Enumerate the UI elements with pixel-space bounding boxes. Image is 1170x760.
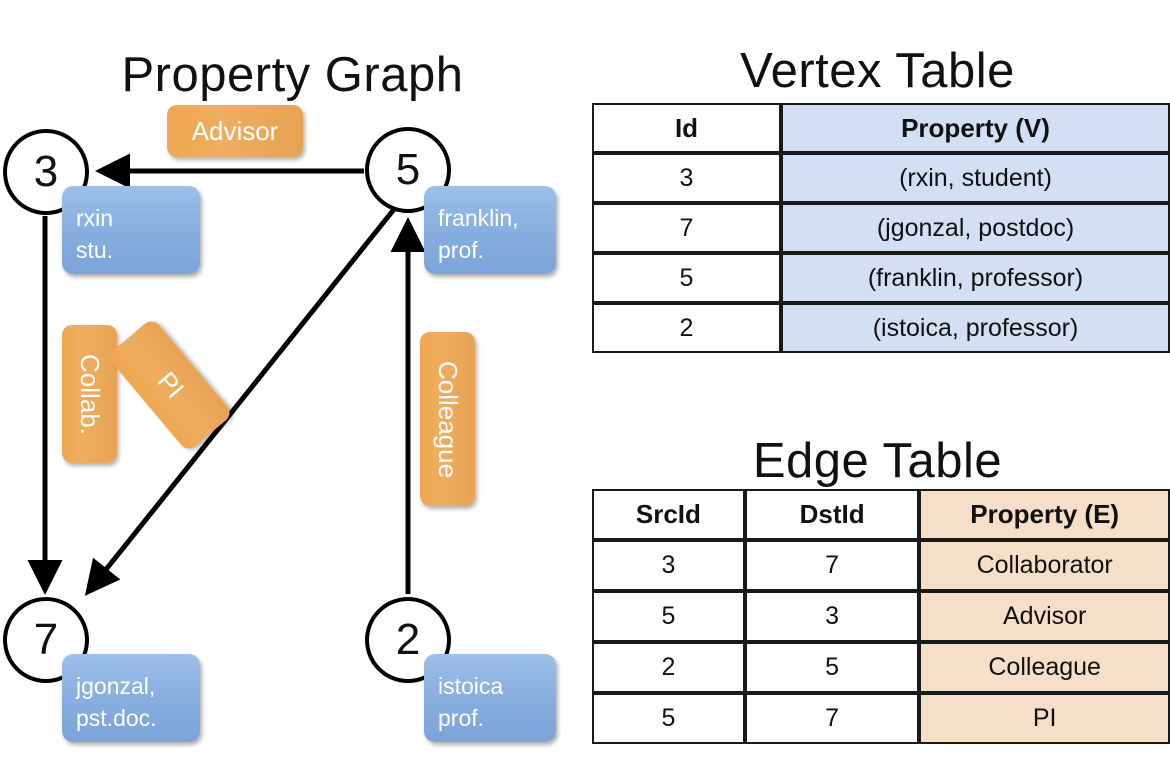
node-property-box-3: rxin stu.: [62, 186, 200, 274]
edge-label-colleague-text: Colleague: [433, 360, 463, 478]
vertex-table-cell-id: 2: [592, 303, 782, 353]
edge-table-cell-srcid: 3: [592, 540, 745, 591]
edge-label-pi-text: PI: [150, 365, 190, 404]
vertex-table-cell-property: (istoica, professor): [781, 303, 1170, 353]
node-property-2-line2: prof.: [438, 705, 485, 731]
edge-table-cell-property: PI: [919, 693, 1170, 744]
edge-label-advisor-text: Advisor: [191, 115, 279, 146]
edge-table: SrcId DstId Property (E) 3 7 Collaborato…: [592, 489, 1170, 744]
edge-table-cell-property: Colleague: [919, 642, 1170, 693]
node-property-7-line2: pst.doc.: [76, 705, 157, 731]
graph-node-3-id: 3: [33, 147, 59, 196]
property-graph-panel: Property Graph 3 5 7 2 rxin stu. frankli…: [3, 47, 556, 742]
edge-table-cell-srcid: 2: [592, 642, 745, 693]
graph-node-7-id: 7: [33, 615, 59, 664]
node-property-box-2: istoica prof.: [424, 654, 556, 742]
edge-table-header-property: Property (E): [919, 489, 1170, 540]
edge-table-cell-dstid: 7: [744, 693, 920, 744]
graph-node-2[interactable]: 2: [365, 597, 451, 683]
edge-table-row[interactable]: 2 5 Colleague: [592, 642, 1170, 693]
vertex-table-cell-property: (rxin, student): [781, 153, 1170, 203]
vertex-table-row[interactable]: 2 (istoica, professor): [592, 303, 1170, 353]
page-title-property-graph: Property Graph: [121, 47, 464, 102]
edge-table-cell-dstid: 3: [744, 591, 920, 642]
edge-label-colleague: Colleague: [420, 332, 475, 506]
node-property-5-line2: prof.: [438, 237, 485, 263]
graph-node-5[interactable]: 5: [365, 127, 451, 213]
edge-table-row[interactable]: 5 3 Advisor: [592, 591, 1170, 642]
vertex-table-cell-id: 5: [592, 253, 782, 303]
vertex-table-header-row: Id Property (V): [592, 103, 1170, 153]
vertex-table-cell-id: 7: [592, 203, 782, 253]
vertex-table-row[interactable]: 3 (rxin, student): [592, 153, 1170, 203]
page-title-edge-table: Edge Table: [752, 433, 1003, 488]
edge-label-collab: Collab.: [62, 325, 117, 463]
edge-label-collab-text: Collab.: [75, 353, 105, 435]
edge-table-header-row: SrcId DstId Property (E): [592, 489, 1170, 540]
graph-edges-svg: [27, 153, 426, 596]
edge-table-cell-property: Advisor: [919, 591, 1170, 642]
edge-5-to-7-pi: [84, 206, 397, 596]
node-property-7-line1: jgonzal,: [76, 673, 156, 699]
edge-label-advisor: Advisor: [167, 105, 303, 157]
edge-table-cell-dstid: 5: [744, 642, 920, 693]
node-property-3-line1: rxin: [76, 205, 114, 231]
vertex-table-cell-property: (franklin, professor): [781, 253, 1170, 303]
edge-table-header-dstid: DstId: [744, 489, 920, 540]
graph-node-5-id: 5: [395, 145, 421, 194]
edge-table-row[interactable]: 5 7 PI: [592, 693, 1170, 744]
edge-table-cell-dstid: 7: [744, 540, 920, 591]
node-property-5-line1: franklin,: [438, 205, 519, 231]
edge-table-cell-srcid: 5: [592, 591, 745, 642]
vertex-table-cell-id: 3: [592, 153, 782, 203]
node-property-2-line1: istoica: [438, 673, 504, 699]
vertex-table-cell-property: (jgonzal, postdoc): [781, 203, 1170, 253]
vertex-table-row[interactable]: 5 (franklin, professor): [592, 253, 1170, 303]
edge-table-header-srcid: SrcId: [592, 489, 745, 540]
node-property-box-7: jgonzal, pst.doc.: [62, 654, 200, 742]
node-property-box-5: franklin, prof.: [424, 186, 556, 274]
edge-table-cell-srcid: 5: [592, 693, 745, 744]
vertex-table-header-property: Property (V): [781, 103, 1170, 153]
graph-node-2-id: 2: [395, 615, 421, 664]
node-property-3-line2: stu.: [76, 237, 114, 263]
vertex-table: Id Property (V) 3 (rxin, student) 7 (jgo…: [592, 103, 1170, 353]
edge-table-cell-property: Collaborator: [919, 540, 1170, 591]
edge-table-row[interactable]: 3 7 Collaborator: [592, 540, 1170, 591]
page-title-vertex-table: Vertex Table: [740, 43, 1015, 98]
vertex-table-row[interactable]: 7 (jgonzal, postdoc): [592, 203, 1170, 253]
vertex-table-header-id: Id: [592, 103, 782, 153]
